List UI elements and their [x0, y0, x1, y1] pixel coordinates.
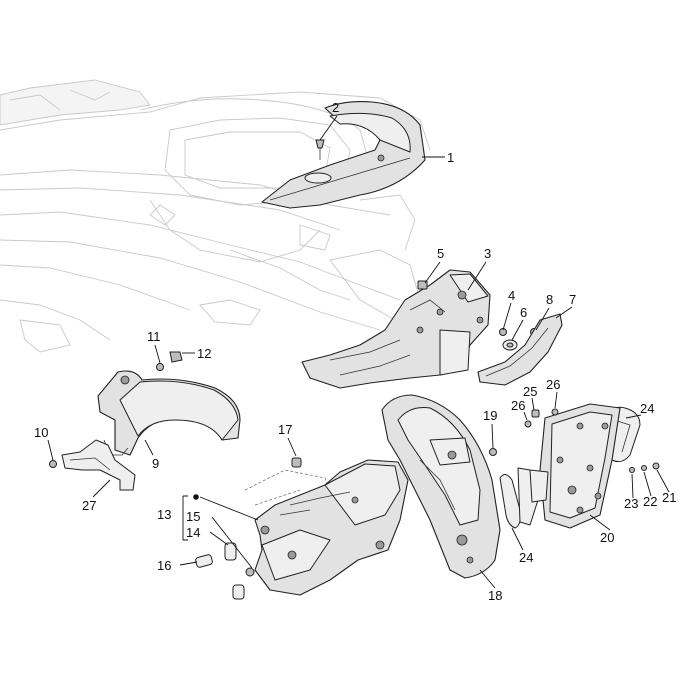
- callout-14: 14: [186, 525, 200, 540]
- part-17-nut: [291, 457, 302, 468]
- callout-15: 15: [186, 509, 200, 524]
- callout-19: 19: [483, 408, 497, 423]
- part-22-washer: [641, 465, 647, 471]
- callout-10: 10: [34, 425, 48, 440]
- callout-16: 16: [157, 558, 171, 573]
- part-12-nut: [169, 351, 183, 363]
- part-23-spacer: [629, 467, 635, 473]
- part-26-washer-a: [524, 420, 532, 428]
- callout-23: 23: [624, 496, 638, 511]
- callout-7: 7: [569, 292, 576, 307]
- callout-11: 11: [147, 329, 161, 344]
- part-2-screw: [315, 139, 325, 160]
- part-10-screw: [49, 460, 57, 468]
- callout-21: 21: [662, 490, 676, 505]
- callout-3: 3: [484, 246, 491, 261]
- part-14-spacer: [224, 542, 245, 600]
- callout-labels: 2 1 3 5 4 8 7 6 11 12 10 9 27 17 19 24 1…: [34, 100, 676, 603]
- part-7-reflector: [477, 313, 563, 386]
- part-5-clip: [417, 280, 428, 290]
- callout-2: 2: [332, 100, 339, 115]
- part-25-nut: [531, 409, 540, 418]
- callout-25: 25: [523, 384, 537, 399]
- part-21-screw: [652, 462, 660, 470]
- part-6-grommet: [502, 339, 518, 351]
- callout-13: 13: [157, 507, 171, 522]
- callout-1: 1: [447, 150, 454, 165]
- part-19-screw: [489, 448, 497, 456]
- callout-24-upper: 24: [640, 401, 654, 416]
- scooter-body-outline: [0, 79, 431, 353]
- part-9-mudguard: [97, 370, 241, 456]
- part-13-rear-subframe: [244, 459, 409, 596]
- callout-9: 9: [152, 456, 159, 471]
- part-16-bushing: [195, 554, 213, 568]
- callout-22: 22: [643, 494, 657, 509]
- part-3-rear-bracket: [301, 269, 491, 389]
- part-24-reflector-lower: [499, 467, 539, 529]
- callout-12: 12: [197, 346, 211, 361]
- callout-18: 18: [488, 588, 502, 603]
- callout-26-lower: 26: [511, 398, 525, 413]
- callout-24-lower: 24: [519, 550, 533, 565]
- part-15-washer: [245, 567, 255, 577]
- callout-4: 4: [508, 288, 515, 303]
- part-11-screw: [156, 363, 164, 371]
- leader-lines: [47, 115, 670, 589]
- callout-26-upper: 26: [546, 377, 560, 392]
- callout-8: 8: [546, 292, 553, 307]
- callout-5: 5: [437, 246, 444, 261]
- callout-27: 27: [82, 498, 96, 513]
- part-18-rear-mudguard: [381, 394, 501, 579]
- callout-17: 17: [278, 422, 292, 437]
- callout-6: 6: [520, 305, 527, 320]
- callout-20: 20: [600, 530, 614, 545]
- part-26-washer-b: [551, 408, 559, 416]
- part-20-plate-holder: [529, 403, 621, 529]
- reference-dot: [193, 494, 199, 500]
- part-27-bracket: [61, 439, 136, 491]
- part-1-rear-cover: [261, 101, 426, 209]
